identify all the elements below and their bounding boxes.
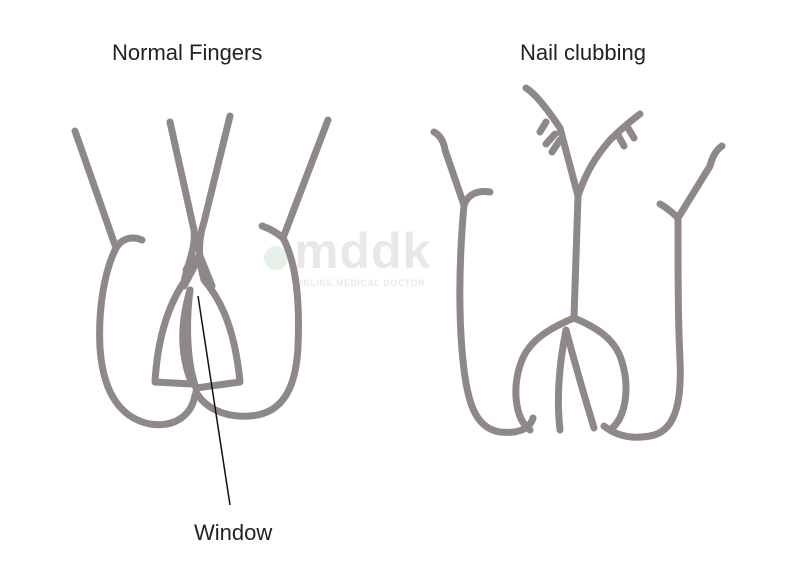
clubbing-left-nail-ticks [536, 118, 564, 156]
clubbing-left-nail [512, 84, 582, 434]
normal-right-nail [184, 112, 244, 392]
clubbing-left-finger-curl [460, 188, 494, 209]
normal-fingers-drawing [71, 112, 332, 429]
normal-nail-cross [180, 252, 216, 290]
clubbing-right-finger-curl [656, 200, 682, 222]
clubbing-right-nail [570, 110, 644, 434]
normal-left-nail [151, 118, 198, 388]
clubbing-center-split [554, 326, 598, 434]
normal-left-finger-outline [71, 127, 199, 429]
nail-clubbing-title: Nail clubbing [520, 40, 646, 65]
normal-fingers-title: Normal Fingers [112, 40, 263, 65]
clubbing-right-finger-outline [600, 142, 726, 441]
window-pointer-line [197, 295, 231, 506]
normal-right-finger-outline [192, 116, 332, 420]
clubbing-right-nail-ticks [614, 124, 638, 150]
clubbing-fingers-drawing [430, 84, 726, 441]
window-label: Window [194, 520, 273, 545]
normal-right-nail-curl [258, 222, 287, 242]
clubbing-left-finger-outline [430, 128, 537, 436]
normal-left-nail-curl [112, 234, 146, 252]
